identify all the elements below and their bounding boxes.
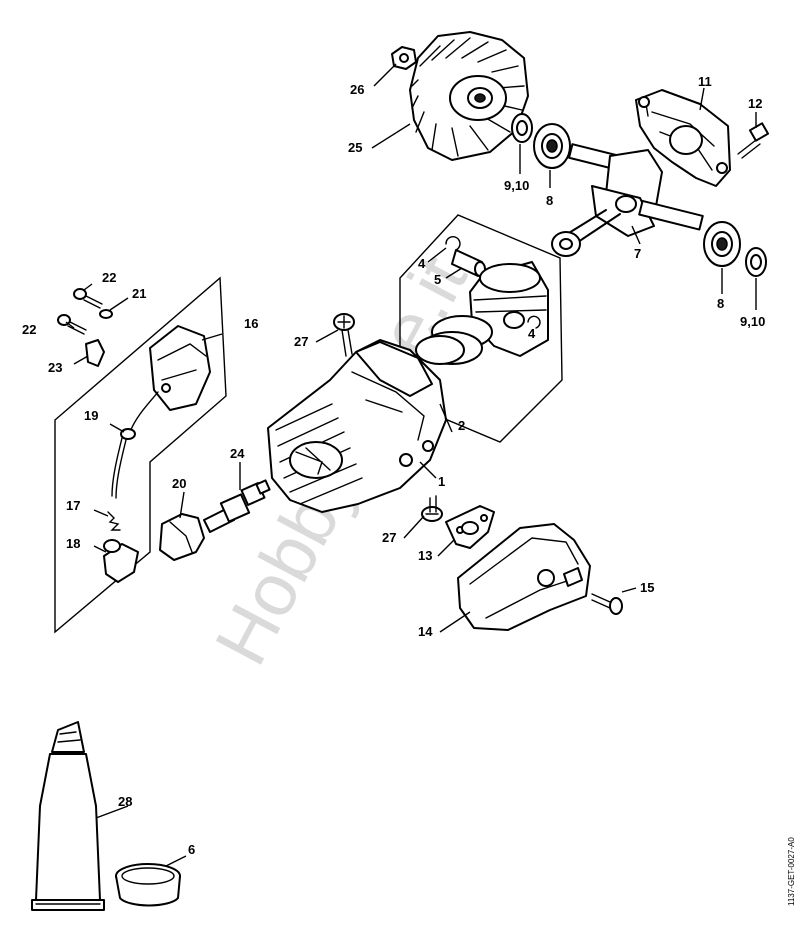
muffler-14 <box>457 523 591 631</box>
ball-bearing-8-upper <box>533 123 571 169</box>
ignition-module-16 <box>149 325 211 411</box>
callout-4-upper: 4 <box>418 256 426 271</box>
washer-21 <box>99 309 113 319</box>
leader-lines <box>65 63 757 867</box>
drawing-id: 1137-GET-0027-A0 <box>787 837 796 906</box>
shaft-seal-9-10-upper <box>511 113 533 143</box>
circlip-4-upper <box>445 236 461 251</box>
callout-4-lower: 4 <box>528 326 536 341</box>
boot-18 <box>103 539 139 583</box>
callout-labels: 26 25 9,10 8 11 12 7 8 9,10 4 5 4 27 2 1… <box>22 74 765 857</box>
screw-22-lower <box>57 314 87 335</box>
callout-11: 11 <box>698 74 712 89</box>
screw-27-lower <box>421 495 443 522</box>
grease-tube-28 <box>31 721 105 911</box>
screw-27-upper <box>333 313 355 357</box>
crankcase-half-11 <box>635 89 731 187</box>
callout-22-upper: 22 <box>102 270 116 285</box>
callout-22-lower: 22 <box>22 322 36 337</box>
spring-17 <box>107 511 121 531</box>
crankshaft-7 <box>551 143 704 257</box>
callout-12: 12 <box>748 96 762 111</box>
callout-23: 23 <box>48 360 62 375</box>
callout-8-upper: 8 <box>546 193 553 208</box>
nut-26 <box>391 46 417 70</box>
screw-22-upper <box>73 288 103 309</box>
screw-15 <box>591 593 623 615</box>
callout-16: 16 <box>244 316 258 331</box>
circlip-4-lower <box>527 315 541 329</box>
piston-ring <box>415 315 493 365</box>
callout-9-10-upper: 9,10 <box>504 178 529 193</box>
callout-18: 18 <box>66 536 80 551</box>
callout-15: 15 <box>640 580 654 595</box>
clip-23 <box>85 339 105 367</box>
spark-plug-24 <box>203 479 271 533</box>
callout-14: 14 <box>418 624 433 639</box>
callout-1: 1 <box>438 474 445 489</box>
callout-2: 2 <box>458 418 465 433</box>
ignition-lead-19 <box>111 391 159 499</box>
ignition-group-frame <box>54 276 227 634</box>
callout-9-10-lower: 9,10 <box>740 314 765 329</box>
callout-26: 26 <box>350 82 364 97</box>
screw-12 <box>737 122 770 159</box>
callout-25: 25 <box>348 140 362 155</box>
callout-17: 17 <box>66 498 80 513</box>
gasket-13 <box>445 505 495 549</box>
callout-13: 13 <box>418 548 432 563</box>
callout-20: 20 <box>172 476 186 491</box>
callout-6: 6 <box>188 842 195 857</box>
callout-19: 19 <box>84 408 98 423</box>
spark-plug-boot-20 <box>159 513 205 561</box>
callout-24: 24 <box>230 446 245 461</box>
callout-21: 21 <box>132 286 146 301</box>
callout-27-lower: 27 <box>382 530 396 545</box>
ring-6 <box>115 863 181 907</box>
callout-7: 7 <box>634 246 641 261</box>
callout-5: 5 <box>434 272 441 287</box>
fan-wheel-25 <box>409 31 529 161</box>
cylinder-1 <box>267 339 447 513</box>
shaft-seal-9-10-lower <box>745 247 767 277</box>
callout-28: 28 <box>118 794 132 809</box>
callout-8-lower: 8 <box>717 296 724 311</box>
ball-bearing-8-lower <box>703 221 741 267</box>
callout-27-upper: 27 <box>294 334 308 349</box>
